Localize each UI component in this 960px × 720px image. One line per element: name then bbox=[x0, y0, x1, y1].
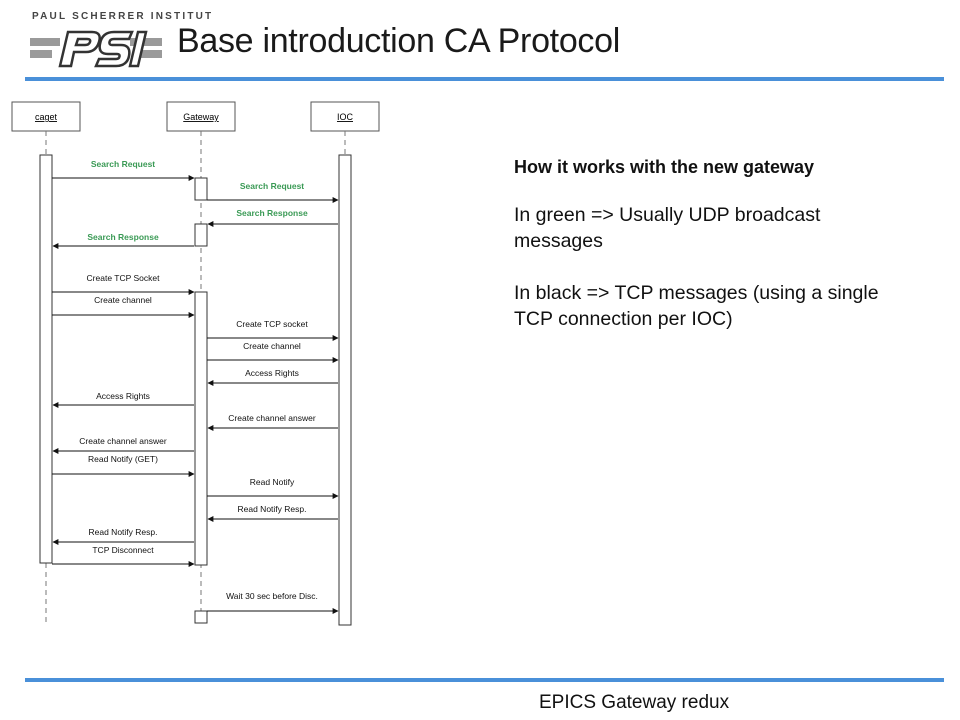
message-arrow: Wait 30 sec before Disc. bbox=[207, 591, 339, 614]
svg-text:caget: caget bbox=[35, 112, 58, 122]
svg-text:Create channel answer: Create channel answer bbox=[228, 413, 316, 423]
notes-green-line: In green => Usually UDP broadcast messag… bbox=[514, 204, 821, 252]
sequence-diagram: caget Gateway IOC Search Request Search … bbox=[11, 101, 380, 626]
message-arrow: Read Notify Resp. bbox=[52, 527, 194, 545]
message-arrow: Create TCP Socket bbox=[52, 273, 195, 295]
svg-text:TCP Disconnect: TCP Disconnect bbox=[92, 545, 154, 555]
svg-text:Create channel: Create channel bbox=[94, 295, 152, 305]
svg-text:Create TCP socket: Create TCP socket bbox=[236, 319, 308, 329]
message-arrow: Search Response bbox=[207, 208, 338, 227]
svg-text:Create channel: Create channel bbox=[243, 341, 301, 351]
participant-caget: caget bbox=[11, 101, 81, 132]
institute-logo-text: PAUL SCHERRER INSTITUT bbox=[32, 11, 214, 22]
message-arrow: Search Response bbox=[52, 232, 194, 249]
message-arrow: TCP Disconnect bbox=[52, 545, 195, 567]
notes-black-line: In black => TCP messages (using a single… bbox=[514, 282, 879, 330]
svg-text:Wait 30 sec before Disc.: Wait 30 sec before Disc. bbox=[226, 591, 318, 601]
participant-ioc: IOC bbox=[310, 101, 380, 132]
svg-text:Gateway: Gateway bbox=[183, 112, 219, 122]
activation-gateway bbox=[194, 610, 208, 624]
message-arrow: Create channel answer bbox=[52, 436, 194, 454]
participant-gateway: Gateway bbox=[166, 101, 236, 132]
svg-text:IOC: IOC bbox=[337, 112, 354, 122]
message-arrow: Search Request bbox=[52, 159, 195, 181]
message-arrow: Access Rights bbox=[52, 391, 194, 408]
activation-gateway bbox=[194, 177, 208, 201]
svg-text:Create channel answer: Create channel answer bbox=[79, 436, 167, 446]
message-arrow: Create TCP socket bbox=[207, 319, 339, 341]
activation-gateway bbox=[194, 291, 208, 566]
svg-text:Search Response: Search Response bbox=[87, 232, 159, 242]
message-arrow: Read Notify bbox=[207, 477, 339, 499]
message-arrow: Read Notify Resp. bbox=[207, 504, 338, 522]
svg-text:Search Request: Search Request bbox=[240, 181, 304, 191]
message-arrow: Read Notify (GET) bbox=[52, 454, 195, 477]
svg-text:Read Notify Resp.: Read Notify Resp. bbox=[238, 504, 307, 514]
message-arrow: Access Rights bbox=[207, 368, 338, 386]
svg-text:Search Request: Search Request bbox=[91, 159, 155, 169]
activation-ioc bbox=[338, 154, 352, 626]
svg-text:Read Notify (GET): Read Notify (GET) bbox=[88, 454, 158, 464]
notes-panel: How it works with the new gateway In gre… bbox=[514, 154, 914, 358]
psi-logo-icon bbox=[30, 30, 162, 68]
svg-text:Create TCP Socket: Create TCP Socket bbox=[87, 273, 161, 283]
svg-text:Read Notify Resp.: Read Notify Resp. bbox=[89, 527, 158, 537]
svg-text:Access Rights: Access Rights bbox=[96, 391, 150, 401]
svg-text:Access Rights: Access Rights bbox=[245, 368, 299, 378]
message-arrow: Create channel bbox=[52, 295, 195, 318]
footer-divider bbox=[25, 678, 944, 682]
activation-gateway bbox=[194, 223, 208, 247]
svg-text:Search Response: Search Response bbox=[236, 208, 308, 218]
message-arrow: Create channel bbox=[207, 341, 339, 363]
svg-text:Read Notify: Read Notify bbox=[250, 477, 295, 487]
page-title: Base introduction CA Protocol bbox=[177, 22, 620, 60]
notes-heading: How it works with the new gateway bbox=[514, 157, 815, 177]
message-arrow: Search Request bbox=[207, 181, 339, 203]
message-arrow: Create channel answer bbox=[207, 413, 338, 431]
header-divider bbox=[25, 77, 944, 81]
activation-caget bbox=[39, 154, 53, 564]
footer-text: EPICS Gateway redux bbox=[539, 692, 730, 713]
